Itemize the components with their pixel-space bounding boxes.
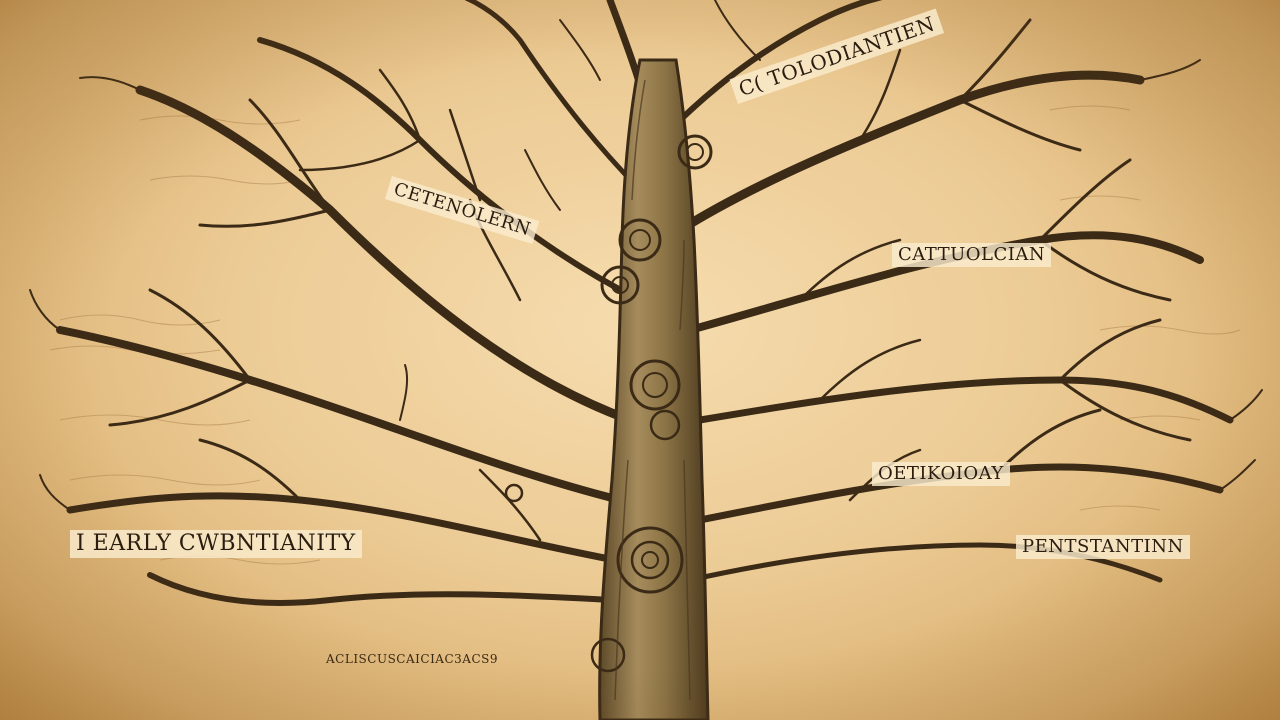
label-right-branch: CATTUOLCIAN: [892, 243, 1052, 267]
label-protest-branch: PENTSTANTINN: [1016, 535, 1190, 559]
label-ortho-branch: OETIKOIOAY: [872, 462, 1010, 486]
label-small-caption: ACLISCUSCAICIAC3ACS9: [326, 652, 498, 666]
label-early-christianity: I EARLY CWBNTIANITY: [70, 530, 362, 558]
tree-branches: [29, 0, 1263, 606]
tree-trunk: [504, 58, 713, 720]
